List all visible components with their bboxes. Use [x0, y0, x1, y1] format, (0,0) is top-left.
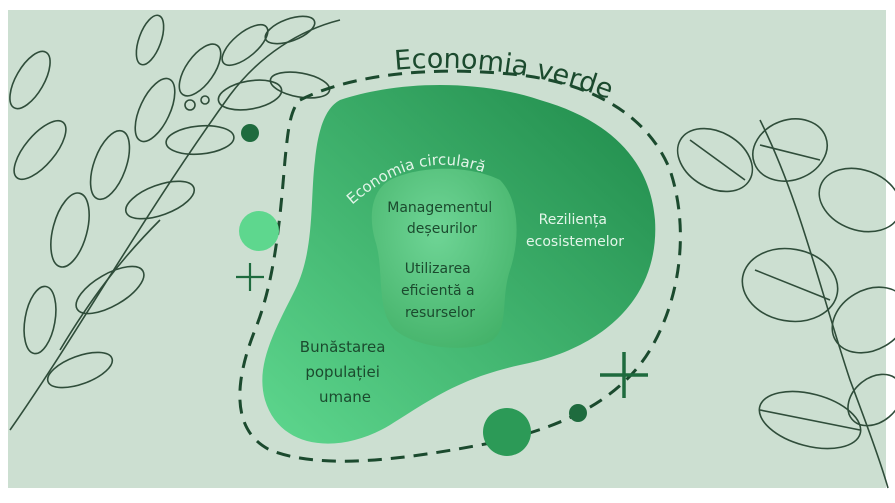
circular-economy-area	[371, 168, 517, 348]
dot-dark-bottom	[569, 404, 587, 422]
dot-medium-bottom	[483, 408, 531, 456]
label-human-wellbeing: Bunăstarea populației umane	[300, 338, 390, 406]
label-waste-management: Managementul deșeurilor	[387, 200, 496, 237]
label-resource-efficiency: Utilizarea eficientă a resurselor	[401, 261, 479, 321]
plus-icon-small	[236, 263, 264, 291]
eucalyptus-branch-right-icon	[676, 118, 895, 489]
dot-dark-top	[241, 124, 259, 142]
dot-light-left	[239, 211, 279, 251]
green-economy-boundary	[238, 69, 682, 463]
plus-icon-large	[600, 352, 648, 398]
label-ecosystem-resilience: Reziliența ecosistemelor	[526, 212, 624, 250]
leaf-branch-left-icon	[9, 14, 341, 431]
